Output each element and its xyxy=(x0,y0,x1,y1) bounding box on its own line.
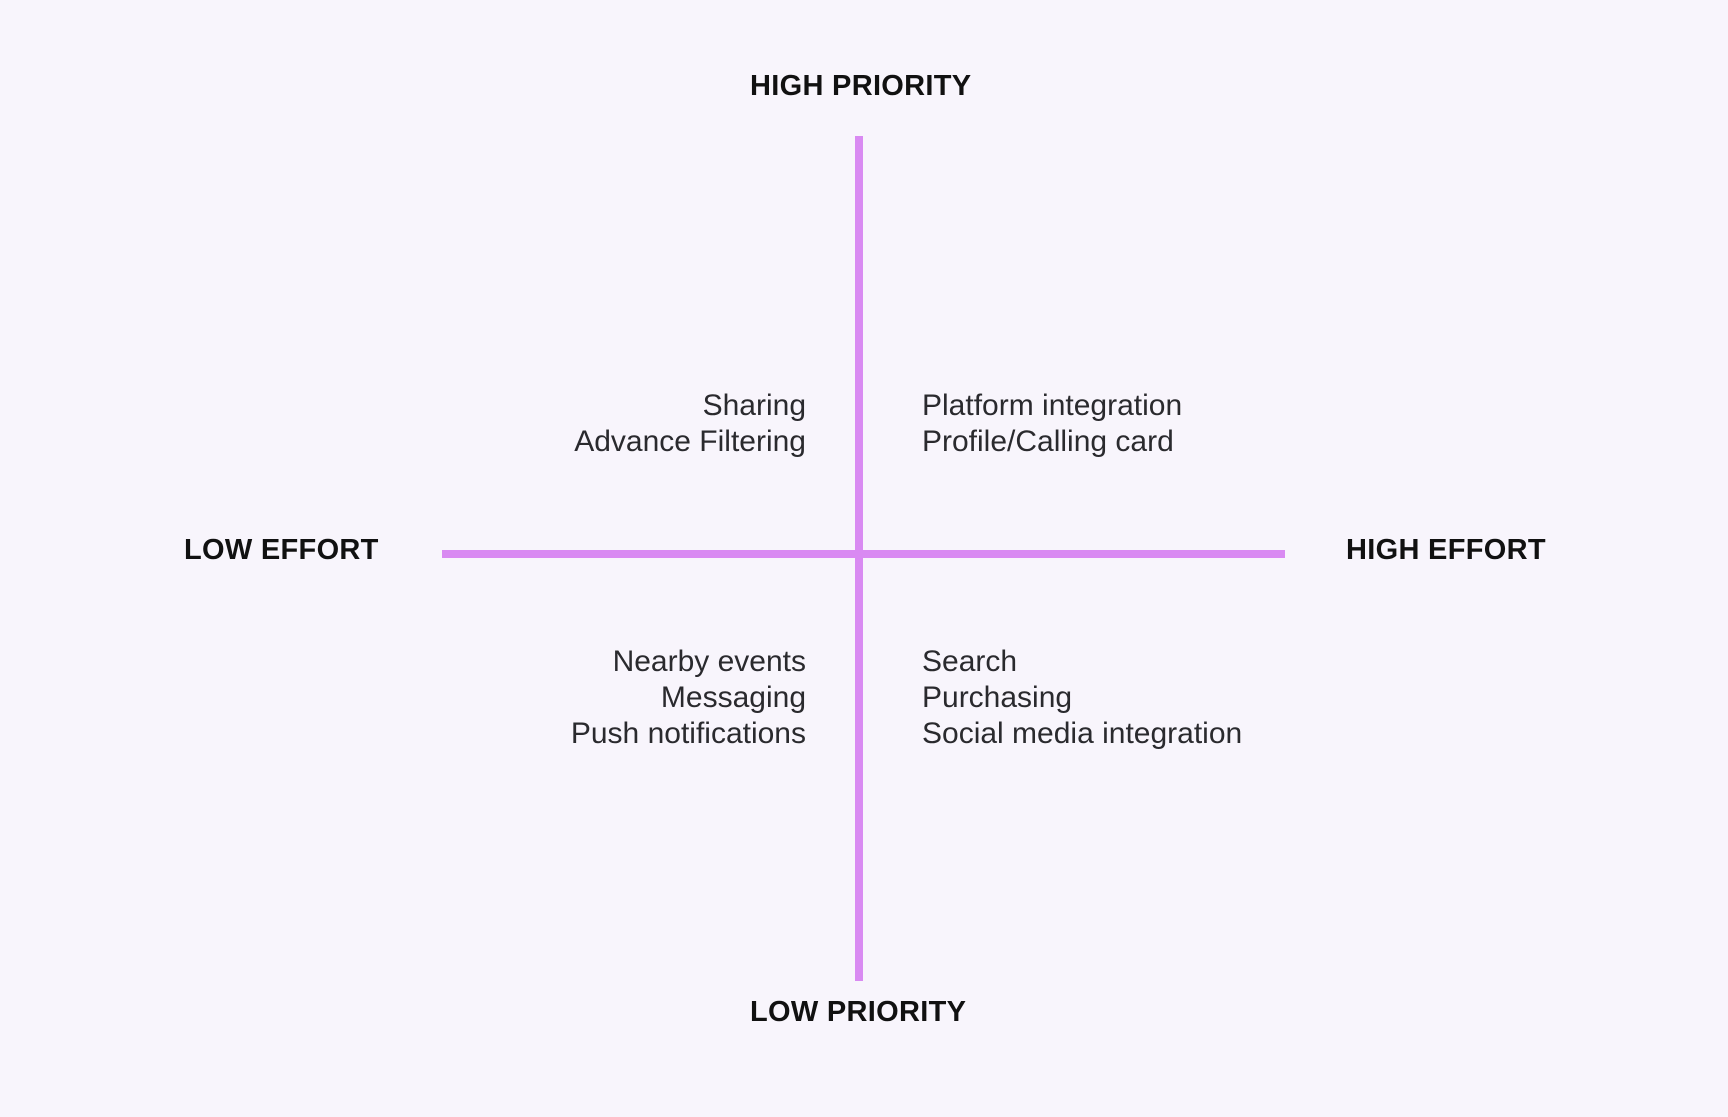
quadrant-item: Purchasing xyxy=(922,681,1073,714)
axis-label-high-effort: HIGH EFFORT xyxy=(1346,534,1546,566)
quadrant-high-priority-low-effort: Sharing Advance Filtering xyxy=(574,388,806,460)
vertical-axis-line xyxy=(855,136,863,981)
quadrant-item: Advance Filtering xyxy=(574,425,806,458)
axis-label-low-priority: LOW PRIORITY xyxy=(750,996,967,1028)
quadrant-low-priority-low-effort: Nearby events Messaging Push notificatio… xyxy=(571,644,806,752)
quadrant-item: Push notifications xyxy=(570,717,806,750)
quadrant-low-priority-high-effort: Search Purchasing Social media integrati… xyxy=(922,644,1242,752)
quadrant-item: Social media integration xyxy=(922,717,1243,750)
quadrant-item: Platform integration xyxy=(922,389,1183,422)
axis-label-low-effort: LOW EFFORT xyxy=(184,534,379,566)
quadrant-item: Messaging xyxy=(660,681,806,714)
quadrant-item: Sharing xyxy=(702,389,806,422)
quadrant-item: Search xyxy=(922,645,1018,678)
quadrant-high-priority-high-effort: Platform integration Profile/Calling car… xyxy=(922,388,1182,460)
axis-label-high-priority: HIGH PRIORITY xyxy=(750,70,972,102)
quadrant-item: Nearby events xyxy=(612,645,806,678)
horizontal-axis-line xyxy=(442,550,1285,558)
quadrant-item: Profile/Calling card xyxy=(922,425,1174,458)
